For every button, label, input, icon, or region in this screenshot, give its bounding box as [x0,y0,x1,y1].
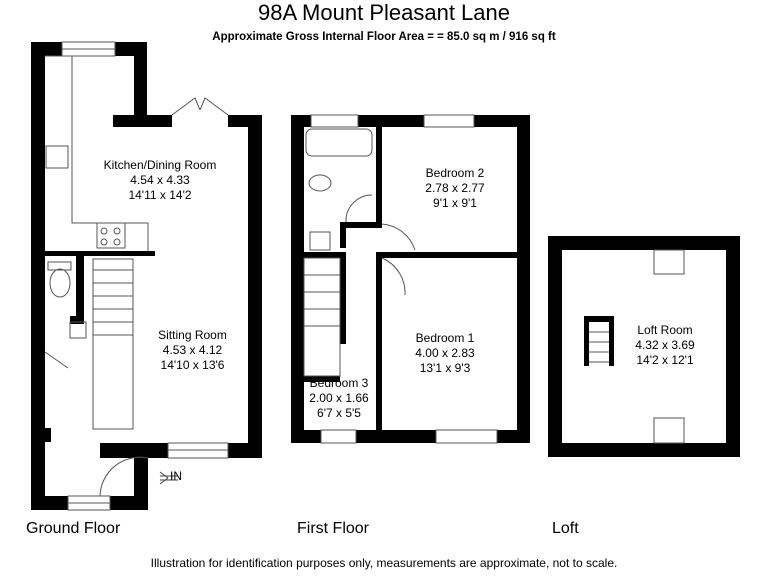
floor-area-subtitle: Approximate Gross Internal Floor Area = … [212,31,556,43]
room-kitchen: Kitchen/Dining Room 4.54 x 4.33 14'11 x … [80,158,240,203]
property-title: 98A Mount Pleasant Lane [258,0,510,25]
room-imperial: 14'11 x 14'2 [128,188,192,202]
room-name: Bedroom 2 [425,166,485,180]
room-name: Kitchen/Dining Room [103,158,217,172]
room-metric: 4.54 x 4.33 [130,173,190,187]
room-imperial: 14'2 x 12'1 [636,353,694,367]
room-name: Bedroom 3 [309,376,369,390]
room-imperial: 9'1 x 9'1 [433,196,477,210]
room-metric: 2.78 x 2.77 [425,181,485,195]
room-name: Bedroom 1 [415,331,475,345]
loft-fixtures [589,249,685,444]
floor-label-loft: Loft [552,520,579,537]
floor-label-first: First Floor [297,520,369,537]
room-metric: 2.00 x 1.66 [309,391,369,405]
room-name: Loft Room [637,323,693,337]
entrance-arrow-icon [159,471,178,485]
room-metric: 4.53 x 4.12 [162,343,223,357]
room-imperial: 13'1 x 9'3 [419,361,471,375]
floor-label-ground: Ground Floor [26,520,121,537]
first-floor-fixtures [303,114,498,444]
ground-floor-fixtures [44,41,229,511]
ground-floor-walls [31,42,262,510]
room-metric: 4.00 x 2.83 [415,346,475,360]
room-loft: Loft Room 4.32 x 3.69 14'2 x 12'1 [620,323,710,368]
loft-walls [548,236,740,457]
room-imperial: 14'10 x 13'6 [160,358,225,372]
disclaimer: Illustration for identification purposes… [150,556,618,570]
room-sitting: Sitting Room 4.53 x 4.12 14'10 x 13'6 [140,328,245,373]
room-bedroom-3: Bedroom 3 2.00 x 1.66 6'7 x 5'5 [298,376,380,421]
room-bedroom-1: Bedroom 1 4.00 x 2.83 13'1 x 9'3 [390,331,500,376]
room-name: Sitting Room [158,328,227,342]
room-metric: 4.32 x 3.69 [635,338,695,352]
room-imperial: 6'7 x 5'5 [317,406,361,420]
room-bedroom-2: Bedroom 2 2.78 x 2.77 9'1 x 9'1 [400,166,510,211]
entrance-label: IN [170,469,182,483]
first-floor-walls [291,115,530,443]
